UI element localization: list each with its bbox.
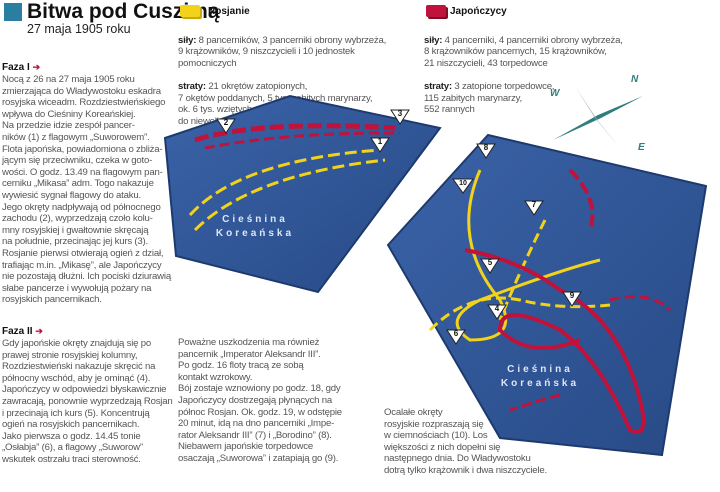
marker-2: 2 <box>216 118 236 134</box>
marker-9: 9 <box>562 291 582 307</box>
japanese-heading: Japończycy <box>450 6 507 17</box>
japanese-route-2 <box>194 123 396 143</box>
svg-text:1: 1 <box>378 137 383 146</box>
marker-10: 10 <box>452 178 474 194</box>
marker-4: 4 <box>487 304 507 320</box>
svg-text:4: 4 <box>495 304 500 313</box>
russian-route-2c <box>498 219 547 321</box>
marker-6: 6 <box>446 329 466 345</box>
forces-label: siły: <box>424 34 443 46</box>
compass-rose-icon: W N E <box>550 74 645 153</box>
phase-1-text: Nocą z 26 na 27 maja 1905 roku zmierzają… <box>2 74 171 306</box>
russian-route-2b <box>428 296 611 332</box>
svg-text:10: 10 <box>459 180 467 187</box>
japanese-route-3c <box>609 295 672 312</box>
arrow-icon: ➔ <box>35 326 43 336</box>
svg-text:9: 9 <box>570 291 575 300</box>
japanese-losses: 3 zatopione torpedowce, 115 zabitych mar… <box>424 80 555 116</box>
losses-label: straty: <box>178 80 206 92</box>
japanese-route-3b <box>568 168 595 231</box>
svg-text:5: 5 <box>488 258 493 267</box>
japanese-stats: siły: 4 pancerniki, 4 pancerniki obrony … <box>424 23 694 116</box>
compass-north: N <box>631 74 639 85</box>
russian-route-1 <box>188 148 381 217</box>
marker-5: 5 <box>480 258 500 274</box>
svg-text:8: 8 <box>484 143 489 152</box>
russian-route-2 <box>455 169 601 342</box>
russian-route-1b <box>193 158 386 232</box>
compass-east: E <box>638 142 645 153</box>
marker-7: 7 <box>524 200 544 216</box>
sea-panel-1 <box>163 94 442 294</box>
japanese-route-2b <box>204 131 401 150</box>
phase-2-continued-text: Poważne uszkodzenia ma również pancernik… <box>178 337 342 464</box>
phase-1-title: Faza I <box>2 62 30 73</box>
svg-text:7: 7 <box>532 200 537 209</box>
phase-1-heading: Faza I ➔ <box>2 62 40 73</box>
phase-2-heading: Faza II ➔ <box>2 326 43 337</box>
phase-3-text: Ocalałe okręty rosyjskie rozpraszają się… <box>384 407 547 476</box>
japanese-forces: 4 pancerniki, 4 pancerniki obrony wybrze… <box>424 34 623 69</box>
svg-text:2: 2 <box>224 118 229 127</box>
marker-1: 1 <box>370 137 390 153</box>
japanese-route-3 <box>464 248 646 434</box>
forces-label: siły: <box>178 34 197 46</box>
svg-text:6: 6 <box>454 329 459 338</box>
russians-heading: Rosjanie <box>208 6 250 17</box>
battle-date: 27 maja 1905 roku <box>27 22 131 36</box>
svg-text:3: 3 <box>398 109 403 118</box>
russians-forces: 8 pancerników, 3 pancerniki obrony wybrz… <box>178 34 387 69</box>
russians-stats: siły: 8 pancerników, 3 pancerniki obrony… <box>178 23 414 127</box>
russian-fleet-swatch-icon <box>180 5 200 17</box>
page-title: Bitwa pod Cuszimą <box>27 0 220 23</box>
phase-2-text: Gdy japońskie okręty znajdują się po pra… <box>2 338 173 465</box>
arrow-icon: ➔ <box>32 62 41 72</box>
newspaper-logo-icon <box>4 3 22 21</box>
phase-2-title: Faza II <box>2 326 33 337</box>
japanese-fleet-swatch-icon <box>426 5 446 17</box>
compass-west: W <box>550 88 561 99</box>
japanese-route-3d <box>509 393 561 412</box>
losses-label: straty: <box>424 80 452 92</box>
marker-8: 8 <box>476 143 496 159</box>
marker-3: 3 <box>390 109 410 125</box>
